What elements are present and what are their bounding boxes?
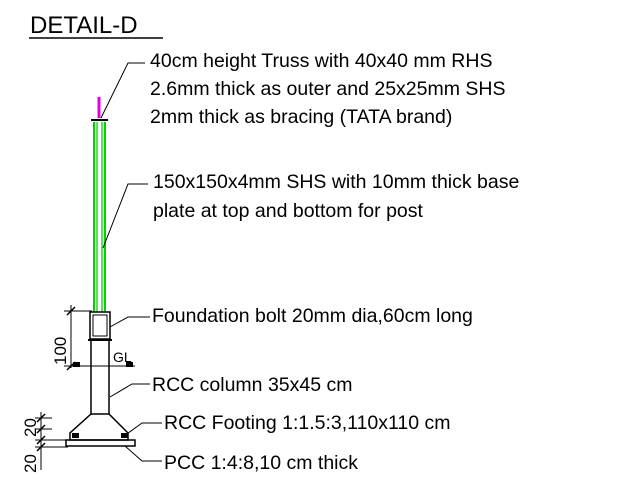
note-post-line-2: plate at top and bottom for post [153, 200, 424, 222]
ground-level-marks [70, 362, 135, 367]
dimension-pedestal [64, 305, 92, 371]
dimension-footing-label: 20 [21, 418, 40, 437]
pcc-bed [65, 439, 136, 447]
note-rcc-footing: RCC Footing 1:1.5:3,110x110 cm [164, 412, 451, 434]
shs-post [93, 122, 106, 312]
note-rcc-column: RCC column 35x45 cm [152, 374, 352, 396]
ground-level-label: GL [113, 349, 132, 365]
pedestal [88, 311, 112, 414]
detail-title: DETAIL-D [30, 12, 138, 39]
note-post-line-1: 150x150x4mm SHS with 10mm thick base [153, 171, 519, 193]
dimension-pedestal-label: 100 [51, 337, 70, 365]
note-foundation-bolt: Foundation bolt 20mm dia,60cm long [152, 305, 473, 327]
dimension-footing [35, 412, 68, 470]
leader-lines [100, 62, 162, 462]
note-pcc: PCC 1:4:8,10 cm thick [164, 452, 358, 474]
footing-bar-left [72, 433, 79, 438]
dimension-pcc-label: 20 [21, 454, 40, 473]
note-truss-line-3: 2mm thick as bracing (TATA brand) [150, 106, 452, 128]
note-truss-line-2: 2.6mm thick as outer and 25x25mm SHS [150, 78, 506, 100]
note-truss-line-1: 40cm height Truss with 40x40 mm RHS [150, 50, 492, 72]
